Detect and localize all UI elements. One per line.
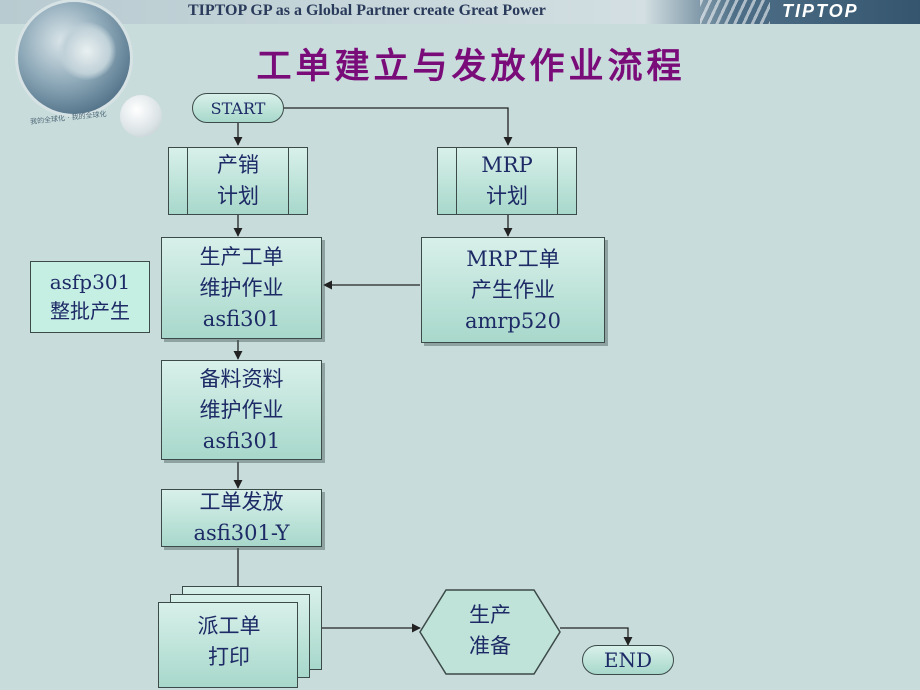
- batch-generate-note: asfp301 整批产生: [30, 261, 150, 333]
- mrp-wo-line2: 产生作业: [471, 277, 555, 302]
- doc-layer-front: 派工单 打印: [158, 602, 298, 688]
- material-line1: 备料资料: [199, 366, 284, 391]
- prep-line2: 准备: [469, 634, 511, 658]
- end-label: END: [603, 648, 653, 672]
- prep-hexagon: [419, 589, 561, 675]
- prep-text: 生产 准备: [420, 600, 560, 662]
- work-order-maintain-box: 生产工单 维护作业 asfi301: [161, 237, 322, 339]
- wo-maintain-line2: 维护作业: [199, 275, 284, 300]
- mrp-plan-line1: MRP: [481, 153, 533, 177]
- material-line2: 维护作业: [199, 397, 284, 422]
- page-title: 工单建立与发放作业流程: [256, 46, 686, 87]
- header-banner: TIPTOP GP as a Global Partner create Gre…: [0, 0, 920, 24]
- arrow-prep-end: [560, 627, 633, 646]
- prep-line1: 生产: [469, 603, 511, 627]
- mouse-icon: [120, 95, 162, 137]
- mrp-work-order-box: MRP工单 产生作业 amrp520: [421, 237, 605, 343]
- mrp-wo-line3: amrp520: [465, 308, 561, 333]
- mrp-wo-line1: MRP工单: [466, 246, 560, 271]
- release-line1: 工单发放: [199, 490, 284, 514]
- mrp-plan-line2: 计划: [486, 184, 528, 208]
- print-line2: 打印: [208, 645, 250, 669]
- brand-logo: TIPTOP: [782, 1, 859, 21]
- wo-maintain-line3: asfi301: [202, 306, 281, 331]
- arrow-start-mrp: [284, 107, 513, 146]
- material-line3: asfi301: [202, 428, 281, 453]
- release-line2: asfi301-Y: [193, 521, 290, 545]
- globe-highlight: [58, 22, 116, 80]
- start-terminal: START: [192, 93, 284, 123]
- batch-line2: 整批产生: [50, 299, 130, 323]
- print-line1: 派工单: [197, 614, 261, 638]
- mrp-plan-process: MRP 计划: [437, 147, 577, 215]
- banner-stripes: [700, 0, 770, 24]
- print-text: 派工单 打印: [159, 611, 299, 673]
- batch-line1: asfp301: [49, 270, 131, 294]
- banner-text: TIPTOP GP as a Global Partner create Gre…: [188, 2, 546, 19]
- start-label: START: [210, 98, 266, 118]
- sales-plan-line2: 计划: [217, 184, 259, 208]
- end-terminal: END: [582, 645, 674, 675]
- work-order-release-box: 工单发放 asfi301-Y: [161, 489, 322, 547]
- globe-icon: [18, 2, 130, 114]
- dispatch-print-documents: 派工单 打印: [158, 586, 330, 690]
- sales-plan-line1: 产销: [217, 153, 259, 177]
- wo-maintain-line1: 生产工单: [199, 244, 284, 269]
- sales-plan-process: 产销 计划: [168, 147, 308, 215]
- material-maintain-box: 备料资料 维护作业 asfi301: [161, 360, 322, 460]
